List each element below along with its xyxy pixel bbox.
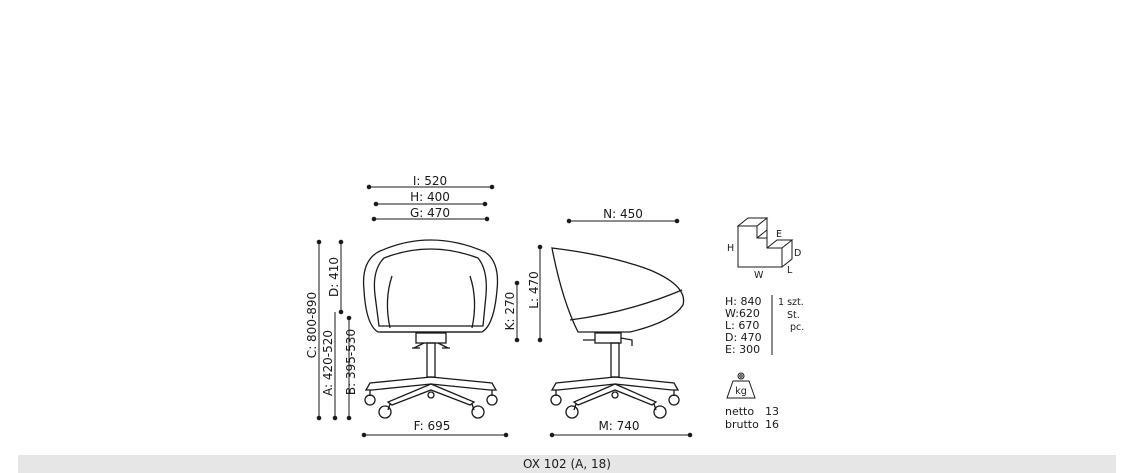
side-dimension-lines — [514, 218, 693, 438]
box-label-h: H — [727, 243, 734, 254]
qty-szt: 1 szt. — [778, 297, 804, 308]
box-label-w: W — [754, 270, 764, 281]
weight-icon — [726, 372, 756, 399]
box-label-e: E — [776, 229, 782, 240]
front-dimension-lines — [316, 184, 509, 438]
side-view-chair — [550, 247, 685, 419]
dim-n-label: N: 450 — [603, 207, 643, 221]
pack-h: H: 840 — [725, 295, 761, 308]
dim-c-label: C: 800-890 — [305, 292, 319, 358]
dim-k-label: K: 270 — [503, 292, 517, 331]
pack-e: E: 300 — [725, 343, 760, 356]
weight-unit: kg — [735, 386, 747, 397]
qty-pc: pc. — [790, 322, 804, 333]
qty-st: St. — [787, 310, 800, 321]
box-label-l: L — [787, 265, 793, 276]
front-view-chair — [362, 239, 499, 419]
packaging-box-icon — [736, 217, 794, 268]
netto-value: 13 — [765, 405, 779, 418]
dim-d-label: D: 410 — [327, 257, 341, 297]
dim-g-label: G: 470 — [410, 206, 450, 220]
pack-d: D: 470 — [725, 331, 762, 344]
dim-i-label: I: 520 — [413, 174, 447, 188]
dim-l-label: L: 470 — [527, 271, 541, 308]
netto-label: netto — [725, 405, 754, 418]
brutto-value: 16 — [765, 418, 779, 431]
box-label-d: D — [794, 248, 801, 259]
model-name: OX 102 (A, 18) — [523, 457, 611, 471]
dim-a-label: A: 420-520 — [321, 330, 335, 396]
model-footer: OX 102 (A, 18) — [18, 455, 1116, 473]
pack-l: L: 670 — [725, 319, 759, 332]
pack-w: W:620 — [725, 307, 760, 320]
dim-f-label: F: 695 — [414, 419, 451, 433]
brutto-label: brutto — [725, 418, 759, 431]
dim-b-label: B: 395-530 — [344, 329, 358, 395]
dim-m-label: M: 740 — [598, 419, 639, 433]
dim-h-label: H: 400 — [410, 190, 450, 204]
